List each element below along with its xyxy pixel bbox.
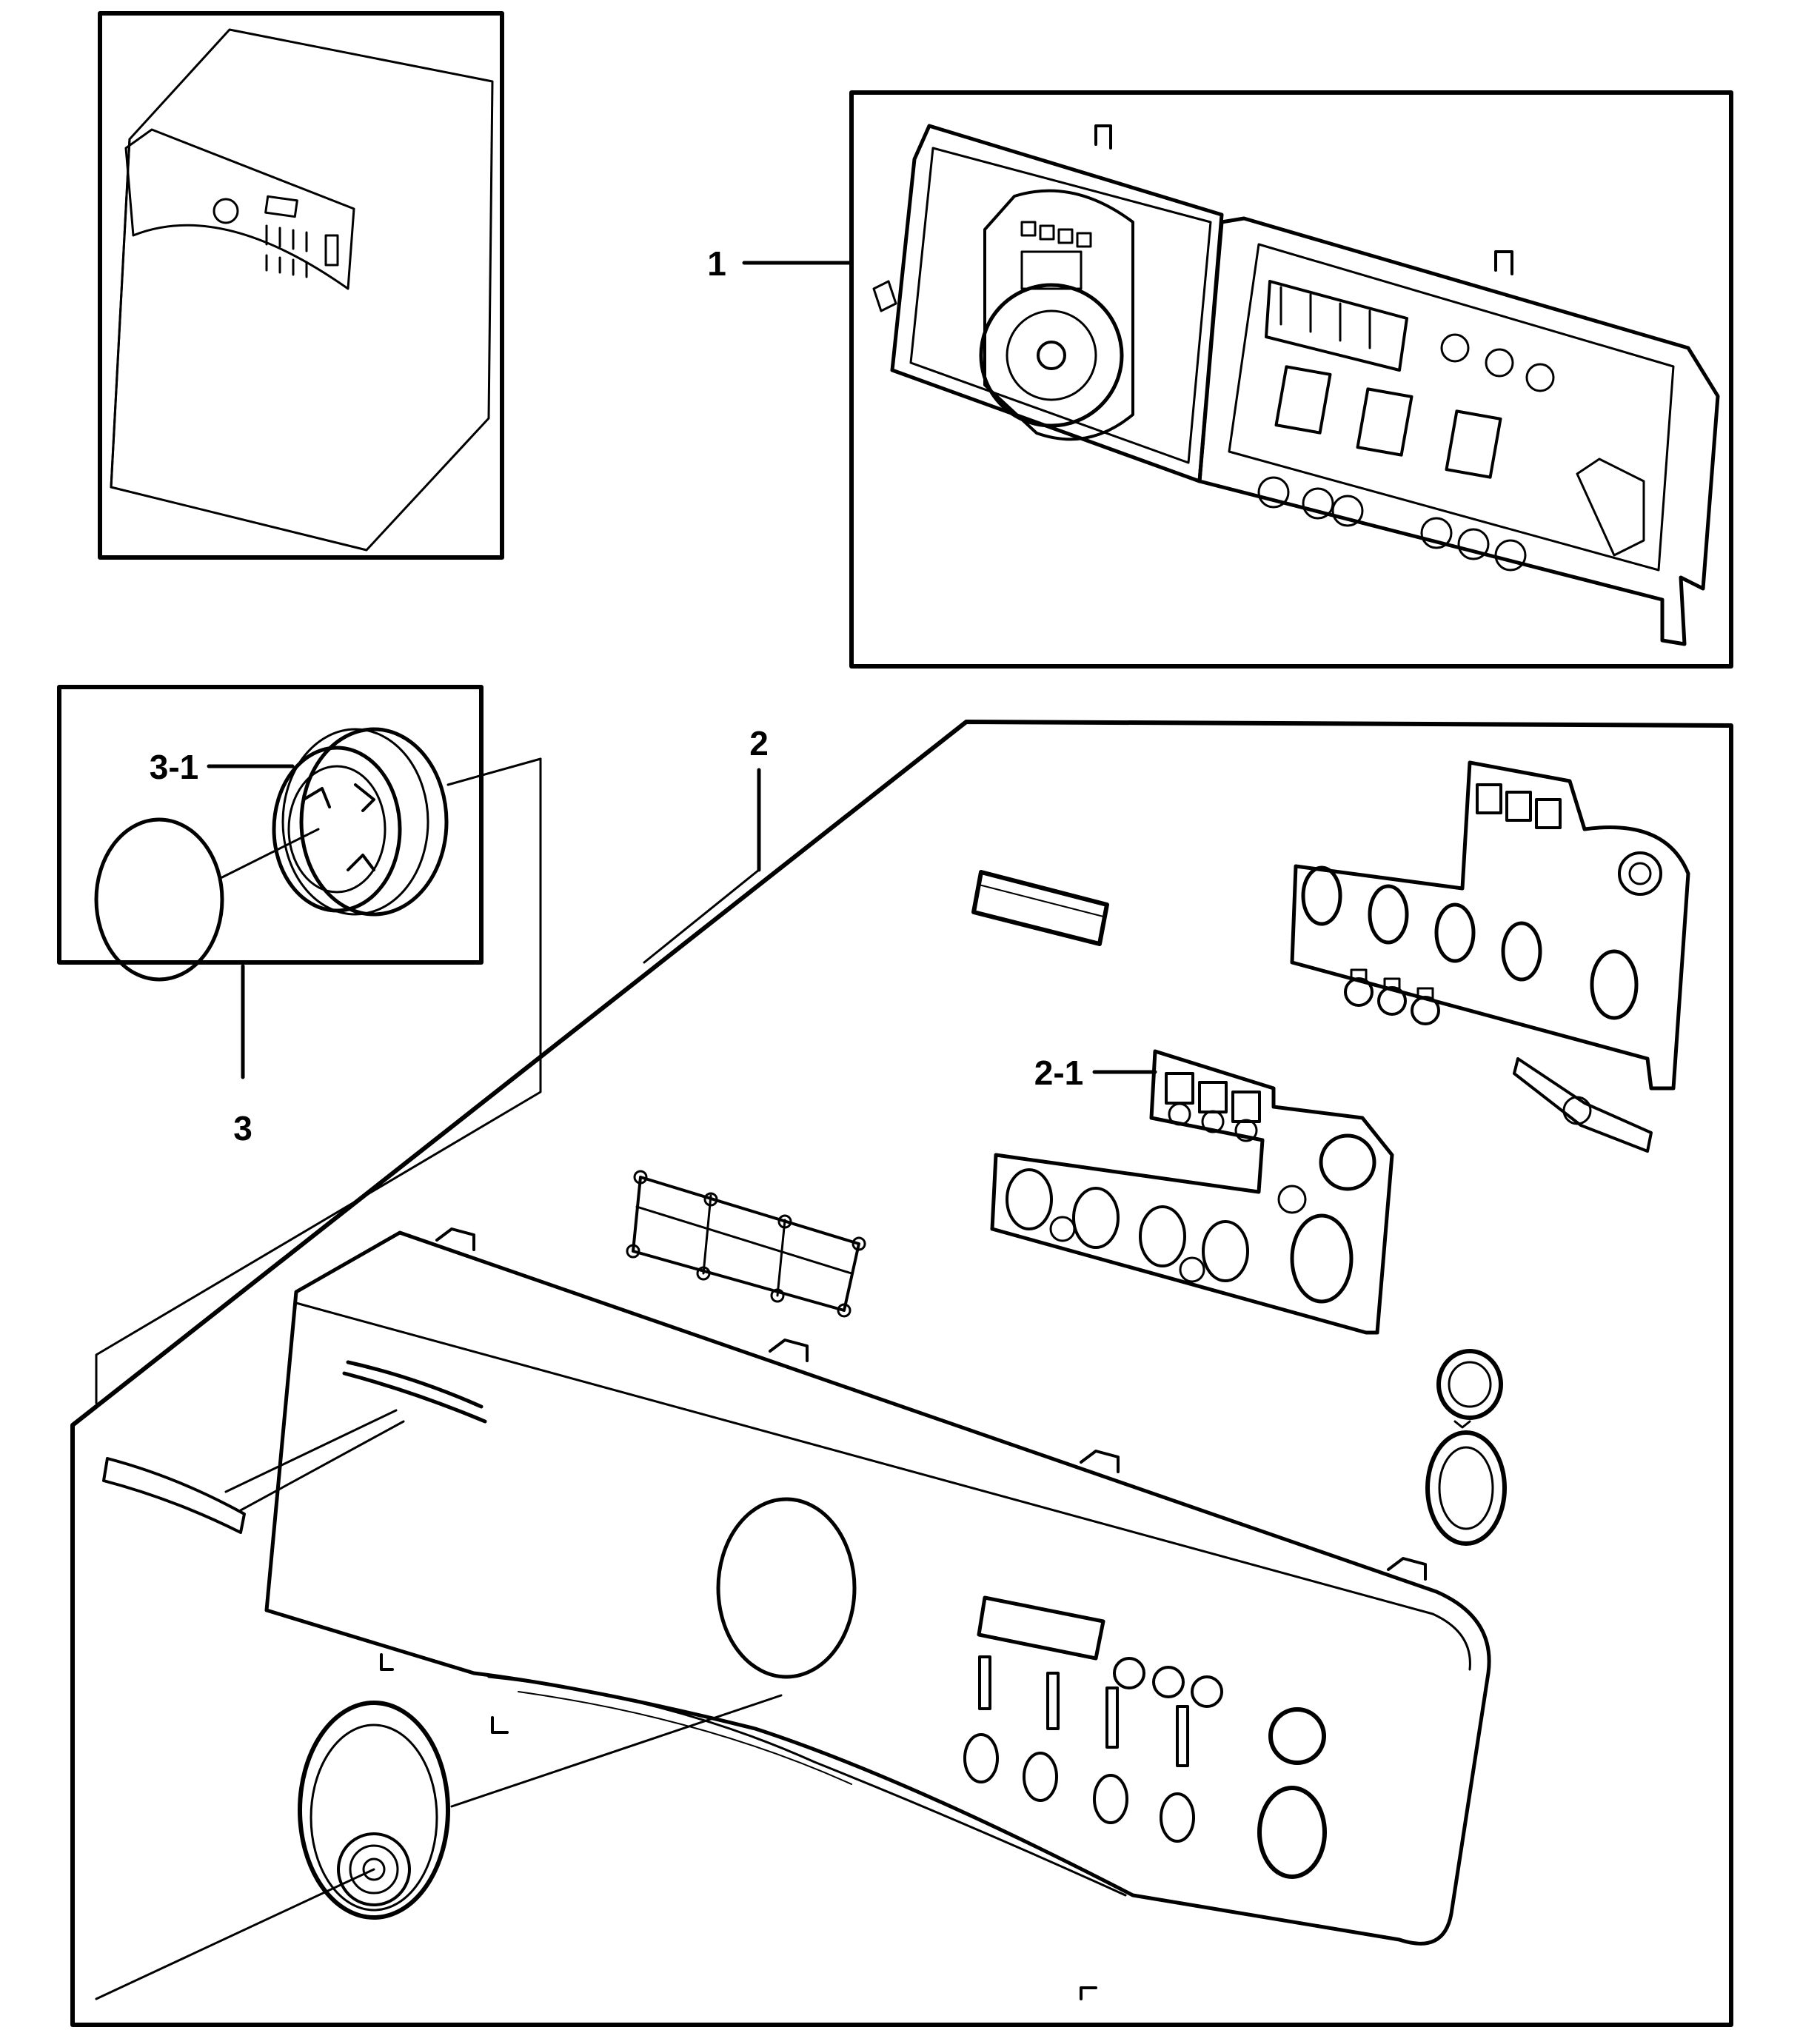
logo-badge bbox=[102, 1409, 405, 1534]
appliance-overview-inset bbox=[98, 11, 504, 560]
callout-3-1: 3-1 bbox=[150, 748, 198, 786]
part-3-knob-inset: 3 3-1 bbox=[57, 685, 542, 1148]
upper-button-board bbox=[1290, 760, 1690, 1091]
part-2-control-panel-area: 2 bbox=[70, 720, 1733, 2027]
button-holder bbox=[990, 1049, 1394, 1335]
knob-housing bbox=[272, 727, 449, 917]
callout-2: 2 bbox=[749, 724, 769, 763]
control-panel-fascia bbox=[264, 1227, 1491, 2000]
lever-link bbox=[1513, 1057, 1653, 1153]
callout-3: 3 bbox=[233, 1109, 252, 1148]
control-pcb-left bbox=[872, 124, 1224, 483]
part-1-pcb-inset: 1 bbox=[707, 90, 1733, 669]
selector-dial bbox=[95, 1694, 783, 2000]
light-guide bbox=[626, 1170, 866, 1318]
callout-1: 1 bbox=[707, 244, 726, 283]
callout-2-1: 2-1 bbox=[1034, 1053, 1083, 1092]
appliance-cabinet bbox=[110, 28, 494, 552]
control-pcb-right bbox=[1197, 216, 1720, 646]
knob-cap bbox=[94, 817, 320, 982]
display-lens bbox=[971, 870, 1109, 946]
dial-rings bbox=[1425, 1349, 1507, 1546]
